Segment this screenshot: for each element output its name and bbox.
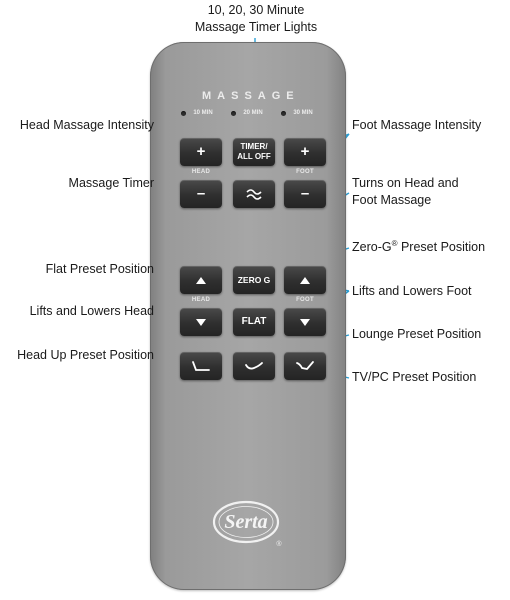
foot-down-button[interactable] <box>284 308 326 336</box>
callout-foot-massage-intensity: Foot Massage Intensity <box>352 118 482 132</box>
timer-label-10: 10 MIN <box>193 110 213 116</box>
foot-label-2: FOOT <box>296 297 314 303</box>
callout-turns-on-massage: Turns on Head and Foot Massage <box>352 176 459 207</box>
tv-pc-preset-button[interactable] <box>284 352 326 380</box>
triangle-up-icon <box>196 276 206 284</box>
serta-logo: Serta ® <box>212 500 282 548</box>
head-label: HEAD <box>191 169 211 175</box>
head-up-preset-button[interactable] <box>180 352 222 380</box>
triangle-down-icon <box>300 318 310 326</box>
tv-pc-preset-icon <box>296 361 314 370</box>
timer-all-off-button[interactable]: TIMER/ ALL OFF <box>233 138 275 166</box>
callout-lifts-lowers-head: Lifts and Lowers Head <box>29 304 154 318</box>
head-label-2: HEAD <box>191 297 211 303</box>
callout-zero-g-preset: Zero-G® Preset Position <box>352 239 508 256</box>
serta-logo-text: Serta <box>224 511 267 533</box>
foot-massage-minus-glyph: – <box>300 185 310 202</box>
callout-zero-g-suffix: Preset Position <box>397 240 486 254</box>
timer-light-30 <box>281 111 286 116</box>
head-down-button[interactable] <box>180 308 222 336</box>
timer-label-30: 30 MIN <box>293 110 313 116</box>
triangle-up-icon <box>300 276 310 284</box>
lounge-preset-button[interactable] <box>233 352 275 380</box>
foot-massage-plus-button[interactable]: + <box>284 138 326 166</box>
triangle-down-icon <box>196 318 206 326</box>
head-massage-plus-glyph: + <box>196 143 206 160</box>
timer-light-10 <box>181 111 186 116</box>
callout-massage-timer: Massage Timer <box>68 176 154 190</box>
foot-massage-plus-glyph: + <box>300 143 310 160</box>
callout-tv-pc-preset: TV/PC Preset Position <box>352 370 477 384</box>
callout-head-up-preset: Head Up Preset Position <box>17 348 154 362</box>
zero-g-button[interactable]: ZERO G <box>233 266 275 294</box>
timer-light-20 <box>231 111 236 116</box>
callout-lounge-preset: Lounge Preset Position <box>352 327 482 341</box>
massage-title: MASSAGE <box>202 90 300 102</box>
foot-massage-minus-button[interactable]: – <box>284 180 326 208</box>
head-up-preset-icon <box>192 361 210 371</box>
callout-head-massage-intensity: Head Massage Intensity <box>19 118 154 132</box>
head-massage-minus-glyph: – <box>196 185 206 202</box>
foot-label: FOOT <box>296 169 314 175</box>
callout-lifts-lowers-foot: Lifts and Lowers Foot <box>352 284 472 298</box>
timer-label-20: 20 MIN <box>243 110 263 116</box>
massage-on-button[interactable] <box>233 180 275 208</box>
massage-wave-icon <box>246 189 262 200</box>
callout-zero-g-registered: ® <box>391 238 398 248</box>
foot-up-button[interactable] <box>284 266 326 294</box>
flat-button[interactable]: FLAT <box>233 308 275 336</box>
callout-timer-lights: 10, 20, 30 Minute Massage Timer Lights <box>194 3 318 34</box>
head-massage-minus-button[interactable]: – <box>180 180 222 208</box>
serta-logo-registered: ® <box>276 540 282 548</box>
callout-flat-preset: Flat Preset Position <box>45 262 154 276</box>
head-massage-plus-button[interactable]: + <box>180 138 222 166</box>
lounge-preset-icon <box>245 362 263 370</box>
callout-zero-g-name: Zero-G <box>352 240 392 254</box>
head-up-button[interactable] <box>180 266 222 294</box>
